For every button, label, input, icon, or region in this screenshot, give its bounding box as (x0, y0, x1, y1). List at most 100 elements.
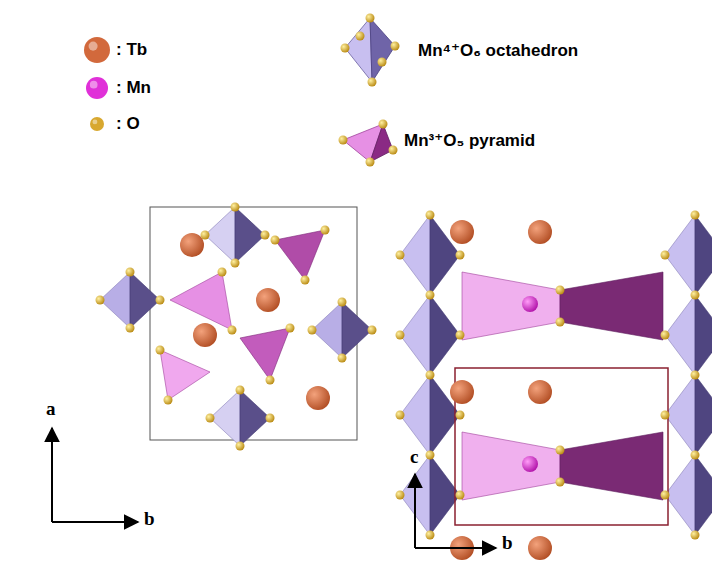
axis-arrows-part (415, 547, 496, 549)
axis-label: a (46, 398, 56, 420)
o-atoms-part (266, 376, 275, 385)
legend-label: : Mn (116, 78, 151, 98)
o-atoms (396, 211, 700, 540)
o-atoms-part (338, 354, 347, 363)
octahedron-icon-part (391, 42, 400, 51)
o-atoms-part (691, 531, 700, 540)
pyramid-icon-part (339, 136, 348, 145)
o-atoms-part (691, 371, 700, 380)
legend-label: Mn⁴⁺O₆ octahedron (418, 40, 578, 61)
o-atoms-part (338, 298, 347, 307)
octahedron-icon-part (345, 18, 372, 82)
tb-atoms-part (180, 233, 204, 257)
atom-sphere (84, 37, 110, 63)
o-atoms (96, 203, 377, 451)
o-atoms-part (456, 411, 465, 420)
o-atoms-part (556, 446, 565, 455)
o-atoms-part (201, 231, 210, 240)
pyramid-icon-part (379, 120, 388, 129)
pyramid-icon-part (370, 124, 393, 162)
o-atoms-part (556, 286, 565, 295)
octahedra-part (695, 215, 712, 295)
o-atoms-part (218, 268, 227, 277)
atom-swatch (89, 116, 105, 132)
axis-arrows-part (51, 428, 53, 522)
o-atoms-part (456, 331, 465, 340)
octahedron-icon-part (368, 78, 377, 87)
axis-label: b (144, 508, 155, 530)
o-atoms-part (236, 386, 245, 395)
o-atoms-part (368, 326, 377, 335)
legend-label: : O (116, 114, 140, 134)
pyramids-part (462, 272, 560, 340)
pyramids-part (160, 350, 210, 400)
o-atoms-part (661, 411, 670, 420)
atom-swatch (83, 36, 111, 64)
tb-atoms-part (450, 380, 474, 404)
o-atoms-part (691, 451, 700, 460)
o-atoms-part (396, 491, 405, 500)
atom-swatch (85, 76, 109, 100)
o-atoms-part (266, 414, 275, 423)
octahedra (100, 207, 372, 446)
o-atoms-part (228, 326, 237, 335)
octahedra-part (695, 295, 712, 375)
mn-atoms-part (522, 296, 538, 312)
o-atoms-part (691, 291, 700, 300)
octahedra-part (695, 455, 712, 535)
tb-atoms-part (528, 220, 552, 244)
pyramids (462, 272, 663, 500)
o-atoms-part (96, 296, 105, 305)
octahedron-icon (341, 14, 400, 87)
o-atoms-part (126, 268, 135, 277)
axis-label: c (410, 446, 418, 468)
o-atoms-part (396, 251, 405, 260)
tb-atoms-part (193, 323, 217, 347)
pyramids-part (560, 432, 663, 500)
o-atoms-part (456, 491, 465, 500)
o-atoms-part (426, 211, 435, 220)
legend-label: Mn³⁺O₅ pyramid (404, 130, 535, 151)
pyramid-icon-part (366, 158, 375, 167)
o-atoms-part (308, 326, 317, 335)
pyramids-part (275, 230, 325, 280)
axis-arrows-part (52, 521, 138, 523)
mn-atoms-part (522, 456, 538, 472)
o-atoms-part (691, 211, 700, 220)
o-atoms-part (231, 259, 240, 268)
octahedron-icon-part (366, 14, 375, 23)
bc-projection (396, 211, 712, 561)
o-atoms-part (426, 371, 435, 380)
o-atoms-part (661, 251, 670, 260)
o-atoms-part (231, 203, 240, 212)
o-atoms-part (236, 442, 245, 451)
o-atoms-part (286, 324, 295, 333)
octahedra (400, 215, 712, 535)
octahedron-icon-part (370, 18, 395, 82)
tb-atoms (180, 233, 330, 410)
legend-label: : Tb (116, 40, 147, 60)
octahedron-icon-part (356, 32, 365, 41)
pyramid-icon (339, 120, 398, 167)
atom-sphere (86, 77, 108, 99)
tb-atoms-part (528, 380, 552, 404)
pyramids-part (240, 328, 290, 380)
atom-sphere (90, 117, 104, 131)
o-atoms-part (321, 226, 330, 235)
tb-atoms-part (528, 536, 552, 560)
pyramids-part (170, 272, 232, 330)
o-atoms-part (661, 491, 670, 500)
o-atoms-part (156, 296, 165, 305)
o-atoms-part (126, 324, 135, 333)
o-atoms-part (271, 236, 280, 245)
o-atoms-part (426, 531, 435, 540)
sphere-highlight (90, 81, 98, 89)
axis-arrows-part (414, 474, 416, 548)
pyramid-icon-part (389, 146, 398, 155)
o-atoms-part (556, 318, 565, 327)
ab-projection (52, 203, 377, 523)
tb-atoms (450, 220, 552, 560)
o-atoms-part (396, 411, 405, 420)
pyramids-part (560, 272, 663, 340)
o-atoms-part (426, 451, 435, 460)
